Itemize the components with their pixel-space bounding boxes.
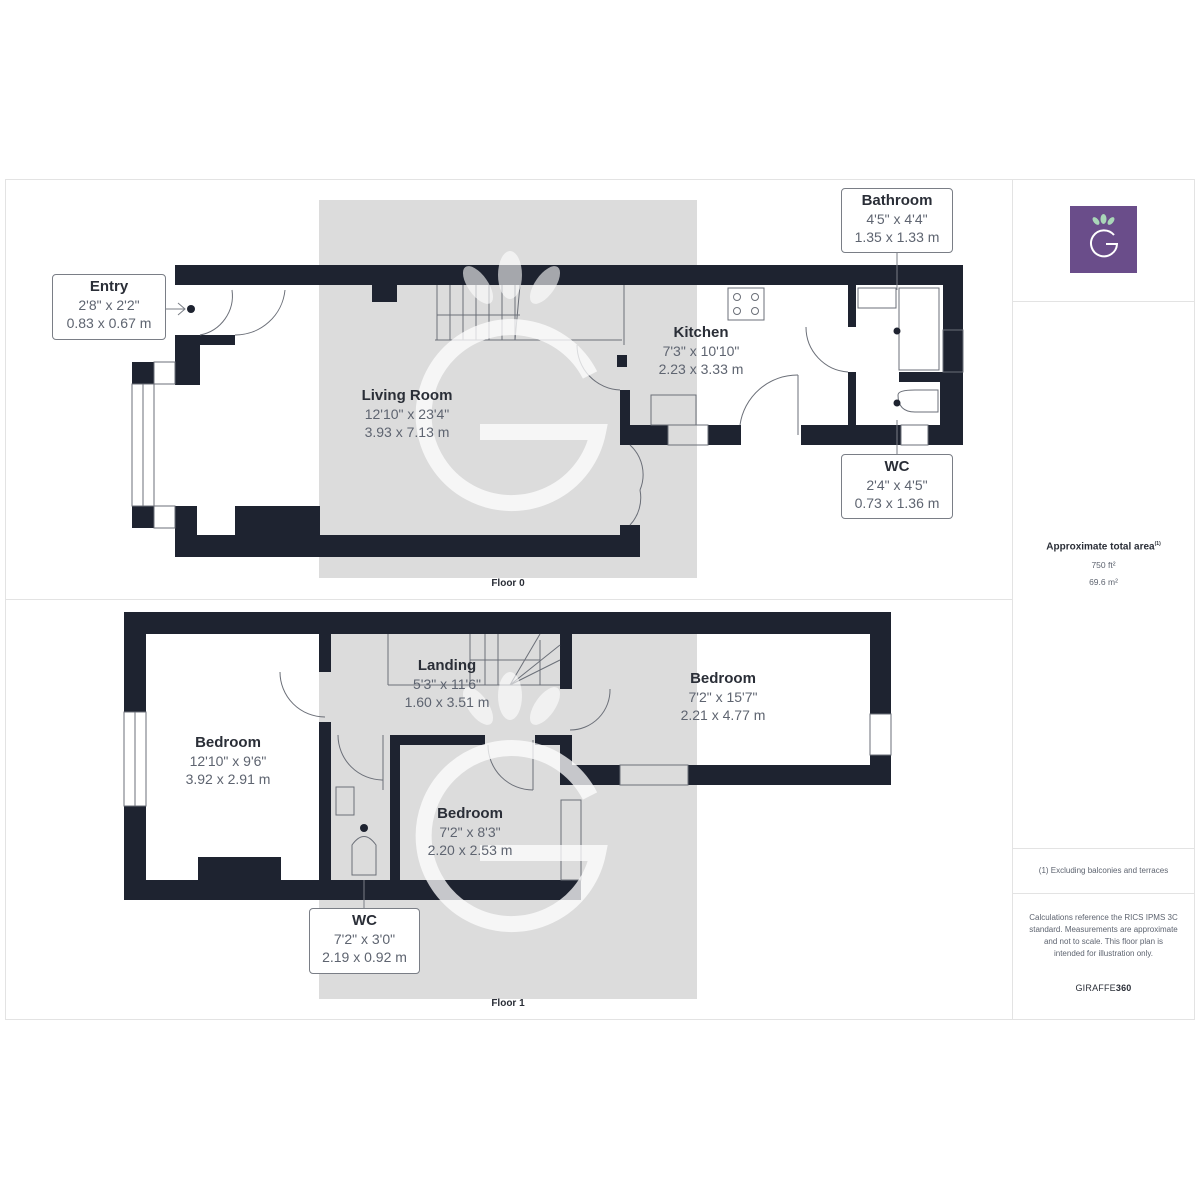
room-dim-metric: 1.60 x 3.51 m [404, 694, 490, 710]
room-dim-imperial: 2'4" x 4'5" [866, 477, 928, 493]
room-callout-wc-floor1: WC 7'2" x 3'0" 2.19 x 0.92 m [309, 908, 420, 974]
watermark-leaf-icon [462, 251, 561, 725]
room-name: Bedroom [437, 805, 503, 822]
room-dim-imperial: 7'3" x 10'10" [662, 343, 740, 359]
room-name: WC [884, 458, 910, 475]
sidebar-divider-mid [1012, 848, 1195, 849]
room-name: Landing [417, 657, 477, 674]
brand-logo [1070, 206, 1137, 273]
room-dim-imperial: 7'2" x 8'3" [439, 824, 501, 840]
room-dim-metric: 2.19 x 0.92 m [322, 949, 407, 965]
area-footnote: (1) Excluding balconies and terraces [1038, 866, 1169, 875]
room-label-kitchen: Kitchen 7'3" x 10'10" 2.23 x 3.33 m [659, 324, 744, 378]
area-summary: Approximate total area(1) 750 ft² 69.6 m… [1012, 541, 1195, 588]
room-dim-metric: 2.21 x 4.77 m [680, 707, 766, 723]
floor1-fixtures [123, 633, 892, 881]
room-name: WC [352, 912, 377, 929]
room-label-living-room: Living Room 12'10" x 23'4" 3.93 x 7.13 m [362, 387, 453, 441]
room-dim-imperial: 12'10" x 23'4" [364, 406, 450, 422]
room-name: Entry [89, 278, 129, 295]
room-name: Kitchen [673, 324, 729, 341]
callout-connectors [166, 252, 898, 908]
room-label-bedroom-1: Bedroom 12'10" x 9'6" 3.92 x 2.91 m [186, 734, 271, 788]
room-callout-entry: Entry 2'8" x 2'2" 0.83 x 0.67 m [52, 274, 166, 340]
room-dim-imperial: 5'3" x 11'6" [413, 676, 481, 692]
room-dim-imperial: 2'8" x 2'2" [78, 297, 140, 313]
floor-caption-0: Floor 0 [491, 578, 525, 589]
room-callout-wc-floor0: WC 2'4" x 4'5" 0.73 x 1.36 m [841, 454, 953, 519]
room-name: Bedroom [195, 734, 261, 751]
sidebar-divider [1012, 179, 1013, 1020]
room-dim-imperial: 12'10" x 9'6" [189, 753, 267, 769]
room-dim-metric: 2.23 x 3.33 m [658, 361, 744, 377]
room-name: Bathroom [861, 192, 933, 209]
watermark-g-icon [415, 319, 608, 933]
room-dim-metric: 3.92 x 2.91 m [185, 771, 271, 787]
area-imperial: 750 ft² [1091, 560, 1116, 571]
giraffe-logo-icon [1090, 214, 1119, 258]
room-label-landing: Landing 5'3" x 11'6" 1.60 x 3.51 m [405, 657, 490, 711]
room-dim-metric: 3.93 x 7.13 m [364, 424, 450, 440]
room-name: Bedroom [690, 670, 756, 687]
floor-divider [5, 599, 1012, 600]
sidebar-divider-top [1012, 301, 1195, 302]
floor0-walls [132, 265, 963, 557]
room-name: Living Room [361, 387, 453, 404]
room-dim-metric: 0.73 x 1.36 m [854, 495, 940, 511]
room-label-bedroom-2: Bedroom 7'2" x 15'7" 2.21 x 4.77 m [681, 670, 766, 724]
disclaimer-text: Calculations reference the RICS IPMS 3C … [1029, 913, 1178, 958]
area-title: Approximate total area(1) [1046, 541, 1161, 553]
room-dim-imperial: 4'5" x 4'4" [866, 211, 928, 227]
room-dim-metric: 0.83 x 0.67 m [66, 315, 152, 331]
area-metric: 69.6 m² [1089, 577, 1118, 588]
sidebar-divider-bottom [1012, 893, 1195, 894]
room-dim-imperial: 7'2" x 3'0" [333, 931, 396, 947]
room-dim-imperial: 7'2" x 15'7" [688, 689, 758, 705]
floor-caption-1: Floor 1 [491, 998, 525, 1009]
brand-wordmark: GIRAFFE360 [1075, 983, 1132, 993]
floor1-walls [124, 612, 891, 900]
room-dim-metric: 1.35 x 1.33 m [854, 229, 940, 245]
room-callout-bathroom: Bathroom 4'5" x 4'4" 1.35 x 1.33 m [841, 188, 953, 253]
room-label-bedroom-3: Bedroom 7'2" x 8'3" 2.20 x 2.53 m [428, 805, 513, 859]
room-dim-metric: 2.20 x 2.53 m [427, 842, 513, 858]
entry-marker-dot [187, 305, 195, 313]
